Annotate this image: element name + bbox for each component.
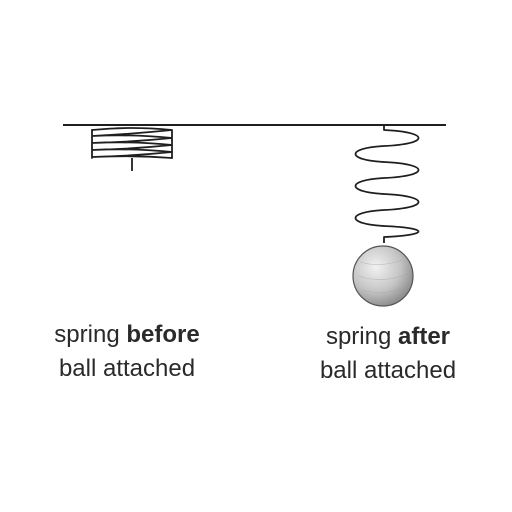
- caption-after-prefix: spring: [325, 323, 392, 350]
- caption-before-line2: ball attached: [58, 355, 196, 382]
- spring-compressed: [91, 127, 173, 159]
- ball: [352, 245, 414, 307]
- caption-after-bold: after: [398, 323, 451, 350]
- ball-texture: [357, 259, 409, 293]
- caption-after: spring after ball attached: [283, 320, 493, 388]
- caption-after-line2: ball attached: [319, 357, 457, 384]
- caption-before-prefix: spring: [54, 321, 120, 348]
- caption-before-line1: spring before: [22, 318, 232, 352]
- caption-before-bold: before: [126, 321, 200, 348]
- caption-before: spring before ball attached: [22, 318, 232, 386]
- spring-stretched: [354, 126, 420, 243]
- caption-after-line1: spring after: [283, 320, 493, 354]
